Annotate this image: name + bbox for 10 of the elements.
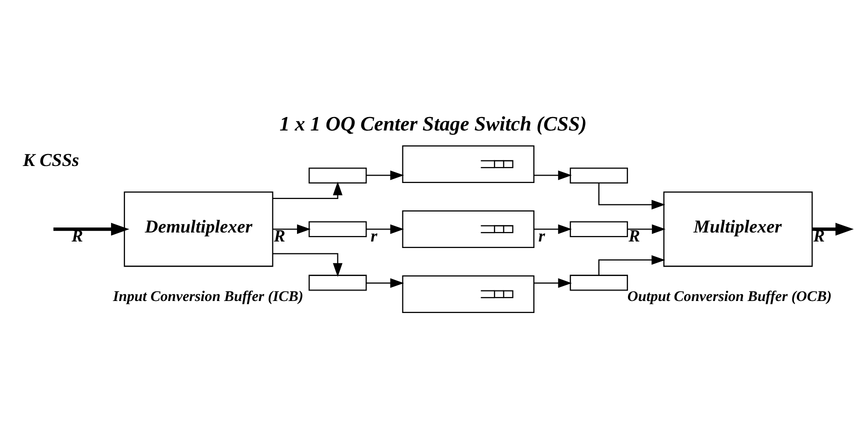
edge-label: R <box>813 226 825 246</box>
edge-label: r <box>370 226 378 246</box>
edge-label: R <box>274 226 286 246</box>
edge-label: R <box>72 226 84 246</box>
label: K CSSs <box>22 150 80 170</box>
node-label: Input Conversion Buffer (ICB) <box>113 288 304 305</box>
edge-label: R <box>628 226 640 246</box>
diagram-title: 1 x 1 OQ Center Stage Switch (CSS) <box>280 113 587 136</box>
node-label: Output Conversion Buffer (OCB) <box>627 288 832 305</box>
edge-label: r <box>538 226 545 246</box>
